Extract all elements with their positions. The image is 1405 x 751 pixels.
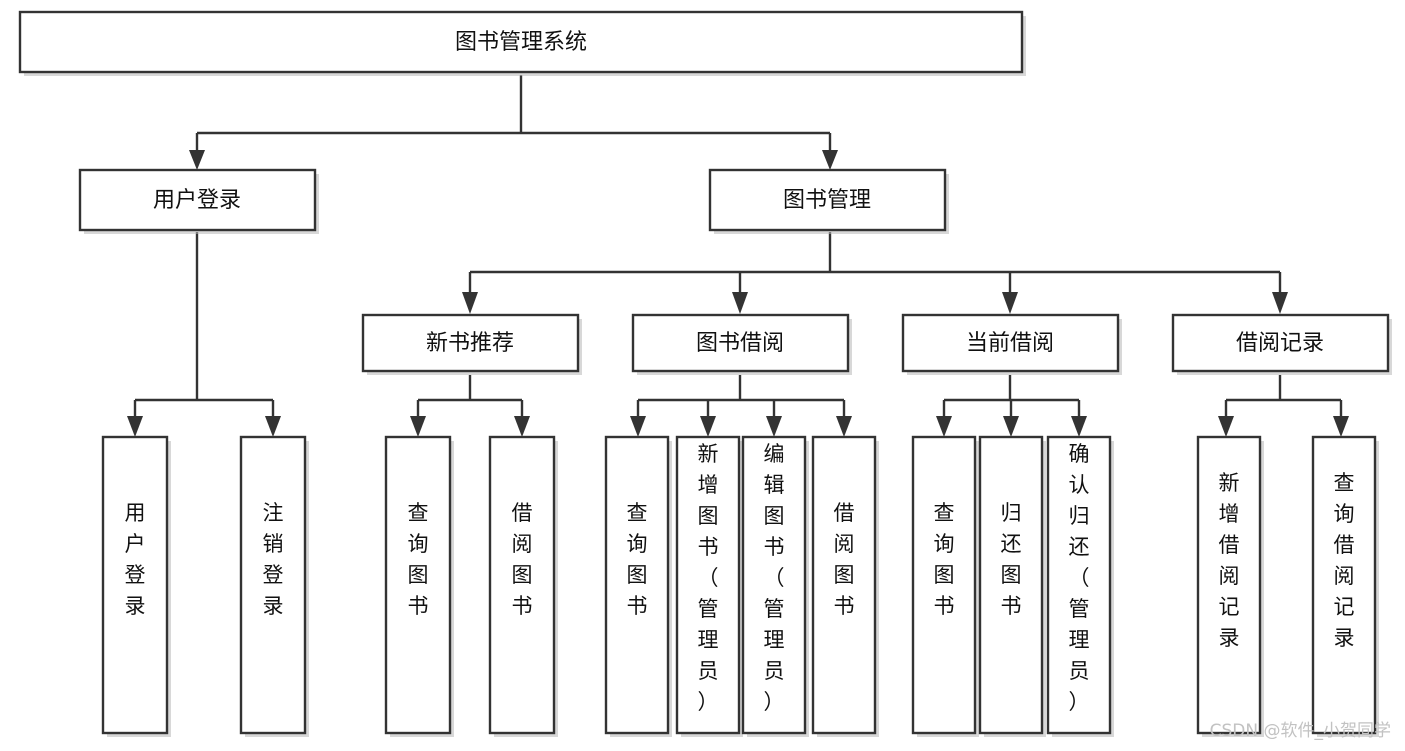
- arrow-to-leaf-confirm-return: [1071, 416, 1087, 437]
- arrow-to-leaf-borrow-book-2: [836, 416, 852, 437]
- leaf-add-book-box: [675, 435, 741, 735]
- node-book-borrow-label: 图书借阅: [696, 331, 784, 356]
- arrow-to-leaf-logout: [265, 416, 281, 437]
- leaf-borrow-book-1-label: 借阅图书: [512, 501, 533, 618]
- node-current-borrow-box: [901, 313, 1120, 373]
- arrow-to-book-management: [822, 150, 838, 170]
- connector-group: [127, 75, 1349, 437]
- arrow-to-leaf-query-book-2: [630, 416, 646, 437]
- arrow-to-leaf-query-book-1: [410, 416, 426, 437]
- arrow-to-current-borrow: [1002, 292, 1018, 314]
- node-root-box: [18, 10, 1024, 74]
- arrow-to-leaf-borrow-book-1: [514, 416, 530, 437]
- node-current-borrow-label: 当前借阅: [966, 331, 1054, 356]
- node-user-login-box: [78, 168, 317, 232]
- node-book-borrow[interactable]: 图书借阅: [631, 313, 852, 375]
- node-new-book-recommend-label: 新书推荐: [426, 331, 514, 356]
- leaf-node-add-book[interactable]: 新增图书（管理员）: [675, 435, 743, 737]
- leaf-edit-book-label: 编辑图书（管理员）: [764, 442, 785, 714]
- arrow-to-borrow-record: [1272, 292, 1288, 314]
- leaf-query-book-1-label: 查询图书: [408, 501, 429, 618]
- arrow-to-leaf-edit-book: [766, 416, 782, 437]
- leaf-node-query-book-1[interactable]: 查询图书: [384, 435, 454, 737]
- arrow-to-user-login: [189, 150, 205, 170]
- leaf-node-query-record[interactable]: 查询借阅记录: [1311, 435, 1379, 737]
- node-book-management[interactable]: 图书管理: [708, 168, 949, 234]
- node-root-label: 图书管理系统: [455, 30, 587, 55]
- leaf-node-query-book-3[interactable]: 查询图书: [911, 435, 979, 737]
- leaf-query-book-2-box: [604, 435, 670, 735]
- leaf-node-confirm-return[interactable]: 确认归还（管理员）: [1046, 435, 1114, 737]
- leaf-node-add-record[interactable]: 新增借阅记录: [1196, 435, 1264, 737]
- node-book-management-box: [708, 168, 947, 232]
- leaf-borrow-book-1-box: [488, 435, 556, 735]
- leaf-query-book-3-box: [911, 435, 977, 735]
- leaf-borrow-book-2-label: 借阅图书: [834, 501, 855, 618]
- leaf-node-return-book[interactable]: 归还图书: [978, 435, 1046, 737]
- csdn-watermark: CSDN @软件_小贺同学: [1209, 721, 1391, 741]
- leaf-confirm-return-label: 确认归还（管理员）: [1069, 442, 1090, 714]
- leaf-query-record-box: [1311, 435, 1377, 735]
- leaf-node-borrow-book-1[interactable]: 借阅图书: [488, 435, 558, 737]
- node-book-management-label: 图书管理: [783, 188, 871, 213]
- leaf-query-record-label: 查询借阅记录: [1334, 471, 1355, 650]
- arrow-to-leaf-add-book: [700, 416, 716, 437]
- leaf-add-record-label: 新增借阅记录: [1219, 471, 1240, 650]
- leaf-user-login-box: [101, 435, 169, 735]
- node-new-book-recommend[interactable]: 新书推荐: [361, 313, 582, 375]
- arrow-to-leaf-query-record: [1333, 416, 1349, 437]
- arrow-to-new-book-recommend: [462, 292, 478, 314]
- leaf-logout-label: 注销登录: [263, 501, 284, 618]
- node-current-borrow[interactable]: 当前借阅: [901, 313, 1122, 375]
- arrow-to-leaf-return-book: [1003, 416, 1019, 437]
- node-user-login-label: 用户登录: [153, 188, 241, 213]
- leaf-add-record-box: [1196, 435, 1262, 735]
- node-book-borrow-box: [631, 313, 850, 373]
- leaf-return-book-label: 归还图书: [1001, 501, 1022, 618]
- leaf-query-book-3-label: 查询图书: [934, 501, 955, 618]
- leaf-node-user-login[interactable]: 用户登录: [101, 435, 171, 737]
- arrow-to-book-borrow: [732, 292, 748, 314]
- node-borrow-record-box: [1171, 313, 1390, 373]
- leaf-query-book-1-box: [384, 435, 452, 735]
- leaf-user-login-label: 用户登录: [125, 501, 146, 618]
- node-user-login[interactable]: 用户登录: [78, 168, 319, 234]
- node-borrow-record-label: 借阅记录: [1236, 331, 1324, 356]
- leaf-borrow-book-2-box: [811, 435, 877, 735]
- arrow-to-leaf-query-book-3: [936, 416, 952, 437]
- node-new-book-recommend-box: [361, 313, 580, 373]
- leaf-logout-box: [239, 435, 307, 735]
- node-root[interactable]: 图书管理系统: [18, 10, 1026, 76]
- arrow-to-leaf-user-login: [127, 416, 143, 437]
- leaf-node-edit-book[interactable]: 编辑图书（管理员）: [741, 435, 809, 737]
- leaf-edit-book-box: [741, 435, 807, 735]
- leaf-query-book-2-label: 查询图书: [627, 501, 648, 618]
- leaf-node-borrow-book-2[interactable]: 借阅图书: [811, 435, 879, 737]
- leaf-confirm-return-box: [1046, 435, 1112, 735]
- leaf-node-logout[interactable]: 注销登录: [239, 435, 309, 737]
- leaf-node-query-book-2[interactable]: 查询图书: [604, 435, 672, 737]
- arrow-to-leaf-add-record: [1218, 416, 1234, 437]
- leaf-return-book-box: [978, 435, 1044, 735]
- leaf-add-book-label: 新增图书（管理员）: [698, 442, 719, 714]
- node-borrow-record[interactable]: 借阅记录: [1171, 313, 1392, 375]
